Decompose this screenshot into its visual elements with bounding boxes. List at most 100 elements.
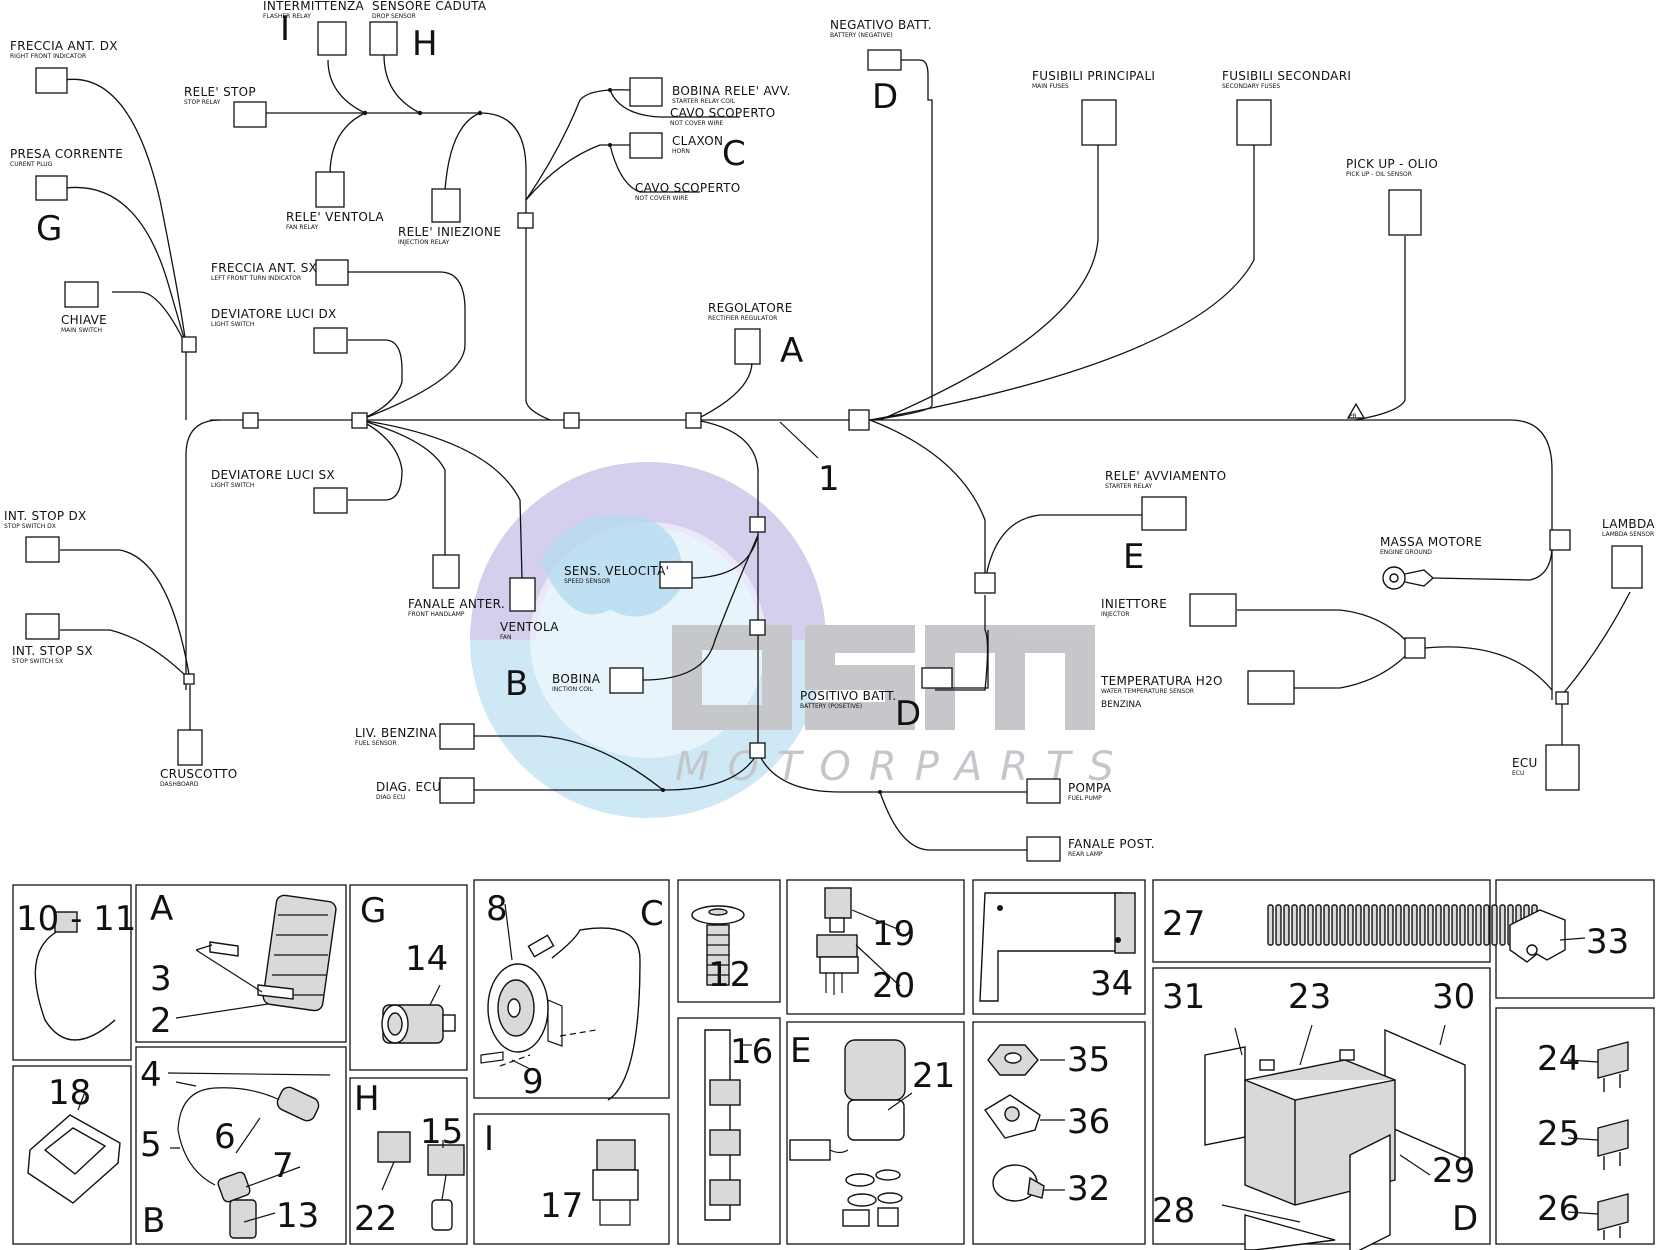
connector-sens-velocita — [659, 561, 693, 589]
sublabel-cavo-scoperto-2: NOT COVER WIRE — [635, 195, 688, 202]
sublabel-fanale-post: REAR LAMP — [1068, 851, 1103, 858]
spiral-coil — [1291, 904, 1298, 946]
clamp-icon — [34, 911, 116, 1041]
regulator-icon — [175, 894, 337, 1019]
part-ref-clamp-0: 10 - 11 — [16, 899, 136, 939]
part-ref-battery-3: 28 — [1152, 1191, 1195, 1231]
part-ref-fuses-2: 26 — [1537, 1189, 1580, 1229]
bracket-icon — [979, 892, 1136, 1002]
connector-temperatura — [1247, 670, 1295, 705]
connector-pompa — [1026, 778, 1061, 804]
sublabel-intermittenza: FLASHER RELAY — [263, 13, 311, 20]
part-ref-strip-0: 16 — [730, 1032, 773, 1072]
spiral-coil — [1467, 904, 1474, 946]
label-diag-ecu: DIAG. ECU — [376, 780, 441, 794]
spiral-coil — [1491, 904, 1498, 946]
sublabel-cruscotto: DASHBOARD — [160, 781, 199, 788]
connector-cruscotto — [177, 729, 203, 766]
nuts-icon — [983, 1044, 1065, 1202]
spiral-coil — [1379, 904, 1386, 946]
part-ref-socket-0: 14 — [405, 939, 448, 979]
connector-ventola — [509, 577, 536, 612]
part-ref-battery-2: 30 — [1432, 977, 1475, 1017]
sublabel-rele-avviamento: STARTER RELAY — [1105, 483, 1152, 490]
spiral-coil — [1427, 904, 1434, 946]
sublabel-rele-stop: STOP RELAY — [184, 99, 221, 106]
label-bobina: BOBINA — [552, 672, 601, 686]
label-ventola: VENTOLA — [500, 620, 559, 634]
label-rele-ventola: RELE' VENTOLA — [286, 210, 384, 224]
connector-fanale-post — [1026, 836, 1061, 862]
label-int-stop-dx: INT. STOP DX — [4, 509, 87, 523]
sublabel-diag-ecu: DIAG ECU — [376, 794, 405, 801]
connector-fusibili-principali — [1081, 99, 1117, 146]
strip-bracket-icon — [704, 1029, 752, 1221]
panel-letter-starter: E — [790, 1031, 811, 1071]
part-ref-screw-0: 12 — [708, 955, 751, 995]
label-freccia-ant-sx: FRECCIA ANT. SX — [211, 261, 317, 275]
part-ref-battery-0: 31 — [1162, 977, 1205, 1017]
pickup-sensor-icon — [167, 1072, 331, 1239]
sublabel-lambda: LAMBDA SENSOR — [1602, 531, 1654, 538]
connector-deviatore-dx — [313, 327, 348, 354]
watermark-globe-band — [470, 462, 826, 640]
label-cavo-scoperto-2: CAVO SCOPERTO — [635, 181, 740, 195]
label-claxon: CLAXON — [672, 134, 723, 148]
panel-letter-horn: C — [640, 894, 664, 934]
connector-presa-corrente — [35, 175, 68, 201]
part-ref-pickup-3: 7 — [272, 1146, 294, 1186]
label-sens-velocita: SENS. VELOCITA' — [564, 564, 669, 578]
spiral-coil — [1347, 904, 1354, 946]
panel-letter-relay-h: H — [354, 1079, 380, 1119]
sublabel-massa-motore: ENGINE GROUND — [1380, 549, 1432, 556]
label-presa-corrente: PRESA CORRENTE — [10, 147, 123, 161]
label-lambda: LAMBDA — [1602, 517, 1655, 531]
connector-chiave — [64, 281, 99, 308]
part-ref-spiral-0: 27 — [1162, 904, 1205, 944]
panel-letter-regulator: A — [150, 889, 173, 929]
label-fanale-post: FANALE POST. — [1068, 837, 1155, 851]
spiral-coil — [1403, 904, 1410, 946]
sublabel-sens-velocita: SPEED SENSOR — [564, 578, 610, 585]
main-harness-ref: 1 — [818, 459, 840, 499]
label-pick-up-olio: PICK UP - OLIO — [1346, 157, 1438, 171]
spiral-coil — [1387, 904, 1394, 946]
ref-letter-claxon: C — [722, 134, 746, 174]
label-regolatore: REGOLATORE — [708, 301, 793, 315]
extra-temperatura-h2o: BENZINA — [1101, 700, 1142, 710]
part-ref-bracket-long-0: 34 — [1090, 964, 1133, 1004]
spiral-coil — [1395, 904, 1402, 946]
gasket-icon — [27, 1091, 121, 1204]
sublabel-rele-ventola: FAN RELAY — [286, 224, 318, 231]
label-cruscotto: CRUSCOTTO — [160, 767, 238, 781]
socket-icon — [381, 984, 456, 1044]
sublabel-iniettore: INJECTOR — [1101, 611, 1130, 618]
pr-mark: PR — [1349, 413, 1357, 420]
sublabel-pompa: FUEL PUMP — [1068, 795, 1102, 802]
part-ref-starter-0: 21 — [912, 1056, 955, 1096]
part-ref-pickup-1: 5 — [140, 1125, 162, 1165]
sublabel-deviatore-luci-dx: LIGHT SWITCH — [211, 321, 254, 328]
spiral-coil — [1451, 904, 1458, 946]
splice-nodes — [181, 88, 1571, 794]
spiral-coil — [1475, 904, 1482, 946]
sublabel-freccia-ant-dx: RIGHT FRONT INDICATOR — [10, 53, 86, 60]
label-temperatura-h2o: TEMPERATURA H2O — [1100, 674, 1223, 688]
part-ref-clip-0: 33 — [1586, 922, 1629, 962]
spiral-coil — [1331, 904, 1338, 946]
spiral-coil — [1411, 904, 1418, 946]
part-ref-relay-i-0: 17 — [540, 1186, 583, 1226]
label-liv-benzina: LIV. BENZINA — [355, 726, 437, 740]
spiral-coil — [1435, 904, 1442, 946]
part-ref-regulator-1: 2 — [150, 1001, 172, 1041]
label-fusibili-principali: FUSIBILI PRINCIPALI — [1032, 69, 1155, 83]
connector-claxon — [629, 132, 663, 159]
ref-letter-presa-corrente: G — [36, 209, 62, 249]
panel-letter-relay-i: I — [484, 1119, 494, 1159]
watermark: MOTORPARTS — [470, 462, 1114, 818]
label-bobina-rele-avv: BOBINA RELE' AVV. — [672, 84, 791, 98]
part-ref-horn-0: 8 — [486, 889, 508, 929]
